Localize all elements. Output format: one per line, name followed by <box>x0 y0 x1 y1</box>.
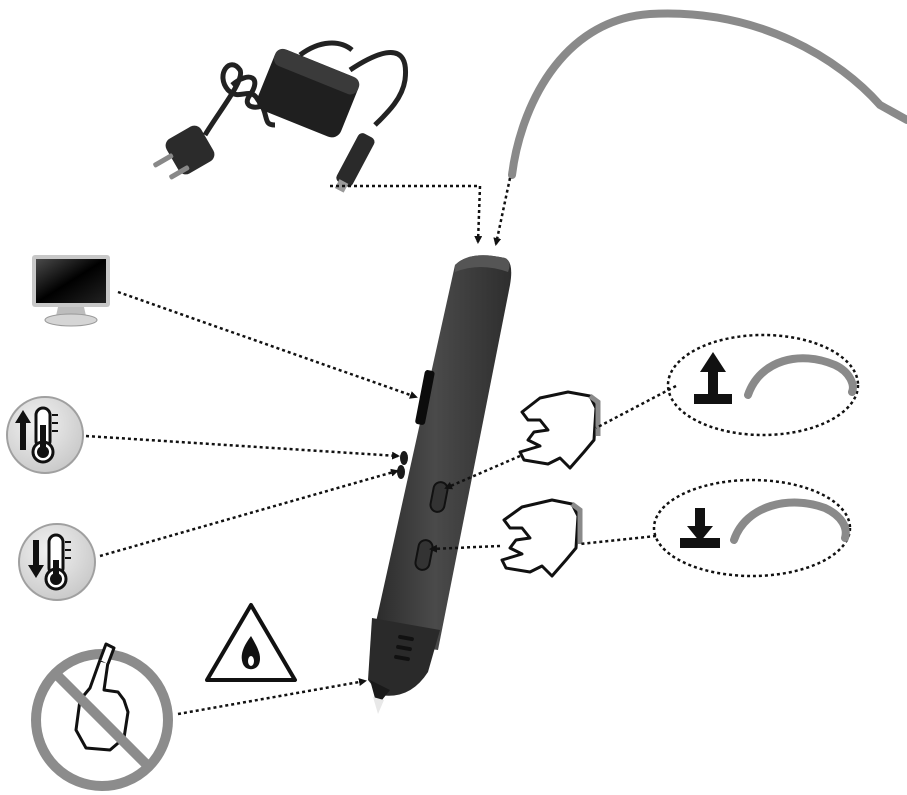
thermometer-up-icon <box>6 396 84 474</box>
nozzle-leader <box>177 678 367 716</box>
pointing-hand-icon <box>500 498 583 578</box>
unload-action-leader <box>579 534 657 546</box>
hot-surface-warning-icon <box>205 603 297 682</box>
filament-load-icon <box>666 333 860 437</box>
temp-up-leader <box>85 434 400 460</box>
thermometer-down-icon <box>18 523 96 601</box>
power-adapter-icon <box>153 40 409 193</box>
monitor-icon <box>32 255 110 327</box>
filament-unload-icon <box>652 478 852 578</box>
filament-leader <box>493 177 512 246</box>
filament-strand-icon <box>508 9 907 179</box>
no-touch-icon <box>31 642 173 791</box>
adapter-leader <box>330 184 483 244</box>
load-button-leader <box>444 454 521 490</box>
pen-body <box>368 255 512 714</box>
temp-down-leader <box>99 468 399 558</box>
display-leader <box>117 290 418 399</box>
load-action-leader <box>595 384 677 430</box>
pointing-hand-icon <box>518 390 601 470</box>
